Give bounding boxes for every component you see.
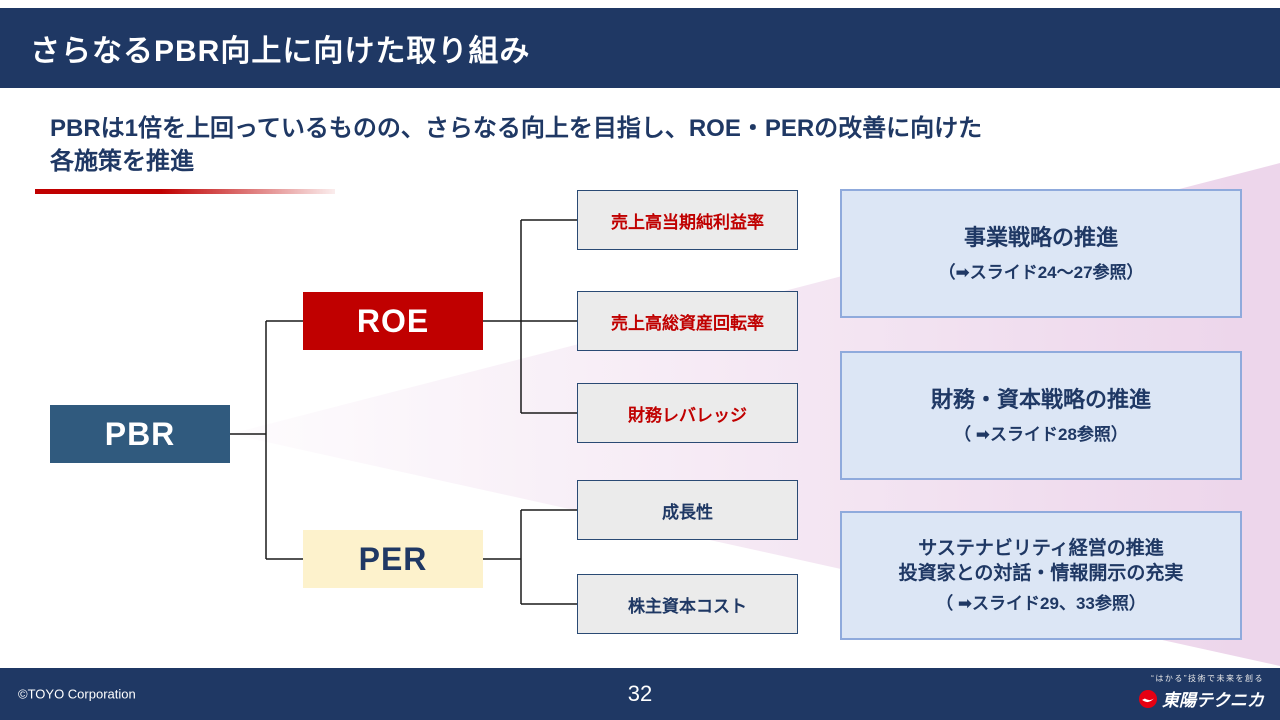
slide-title: さらなるPBR向上に向けた取り組み bbox=[30, 35, 531, 68]
logo-row: 東陽テクニカ bbox=[1139, 686, 1264, 711]
action-title: 事業戦略の推進 bbox=[963, 225, 1118, 251]
copyright-text: ©TOYO Corporation bbox=[18, 686, 136, 702]
action-title: サステナビリティ経営の推進 bbox=[918, 537, 1164, 559]
action-slide-reference: （ ➡スライド28参照） bbox=[954, 424, 1128, 444]
slide-footer-bar: ©TOYO Corporation 32 “はかる”技術で未来を創る 東陽テクニ… bbox=[0, 668, 1280, 720]
action-box-business-strategy: 事業戦略の推進 （➡スライド24～27参照） bbox=[840, 189, 1242, 318]
red-accent-rule bbox=[35, 189, 335, 194]
slide-header-bar: さらなるPBR向上に向けた取り組み bbox=[0, 8, 1280, 88]
roe-component-net-profit-margin: 売上高当期純利益率 bbox=[577, 190, 798, 250]
toyo-logo-icon bbox=[1139, 689, 1157, 708]
per-component-cost-of-equity: 株主資本コスト bbox=[577, 574, 798, 634]
pbr-node: PBR bbox=[50, 405, 230, 463]
action-box-sustainability-ir: サステナビリティ経営の推進 投資家との対話・情報開示の充実 （ ➡スライド29、… bbox=[840, 511, 1242, 640]
per-component-growth: 成長性 bbox=[577, 480, 798, 540]
action-slide-reference: （➡スライド24～27参照） bbox=[938, 262, 1144, 282]
subtitle-line-1: PBRは1倍を上回っているものの、さらなる向上を目指し、ROE・PERの改善に向… bbox=[50, 115, 983, 142]
logo-tagline: “はかる”技術で未来を創る bbox=[1151, 674, 1264, 683]
action-box-financial-capital-strategy: 財務・資本戦略の推進 （ ➡スライド28参照） bbox=[840, 351, 1242, 480]
logo-text: 東陽テクニカ bbox=[1162, 691, 1264, 710]
roe-component-asset-turnover: 売上高総資産回転率 bbox=[577, 291, 798, 351]
per-node: PER bbox=[303, 530, 483, 588]
roe-node: ROE bbox=[303, 292, 483, 350]
action-slide-reference: （ ➡スライド29、33参照） bbox=[936, 594, 1146, 614]
subtitle-line-2: 各施策を推進 bbox=[50, 148, 194, 176]
page-number: 32 bbox=[627, 681, 653, 706]
action-title-line2: 投資家との対話・情報開示の充実 bbox=[898, 562, 1184, 584]
roe-component-financial-leverage: 財務レバレッジ bbox=[577, 383, 798, 443]
toyo-technica-logo: “はかる”技術で未来を創る 東陽テクニカ bbox=[1139, 673, 1264, 711]
slide-subtitle: PBRは1倍を上回っているものの、さらなる向上を目指し、ROE・PERの改善に向… bbox=[50, 112, 982, 178]
action-title: 財務・資本戦略の推進 bbox=[930, 387, 1151, 413]
